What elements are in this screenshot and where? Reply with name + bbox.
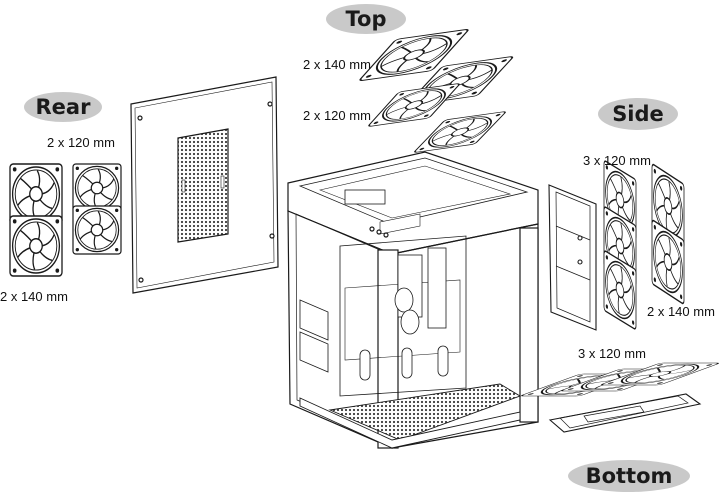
- bottom-filter: [548, 393, 702, 433]
- case-body: [287, 151, 539, 449]
- top-fans-140-caption: 2 x 140 mm: [303, 57, 371, 72]
- side-fans-120-caption: 3 x 120 mm: [583, 153, 651, 168]
- side-frame: [548, 184, 597, 331]
- side-label: Side: [598, 98, 678, 130]
- rear-label: Rear: [24, 92, 102, 122]
- rear-fan: [10, 164, 62, 224]
- rear-fans-140-caption: 2 x 140 mm: [0, 289, 68, 304]
- rear-fans-120-caption: 2 x 120 mm: [47, 135, 115, 150]
- bottom-label: Bottom: [568, 460, 690, 492]
- rear-fan: [73, 164, 121, 212]
- top-group: [359, 29, 514, 153]
- side-fans-140-caption: 2 x 140 mm: [647, 304, 715, 319]
- side-group: [548, 160, 684, 331]
- rear-fan: [10, 216, 62, 276]
- bottom-group: [520, 363, 720, 433]
- rear-panel: [130, 76, 279, 294]
- rear-fan: [73, 206, 121, 254]
- rear-group: [10, 76, 279, 294]
- bottom-fans-120-caption: 3 x 120 mm: [578, 346, 646, 361]
- top-label: Top: [326, 4, 406, 34]
- top-fans-120-caption: 2 x 120 mm: [303, 108, 371, 123]
